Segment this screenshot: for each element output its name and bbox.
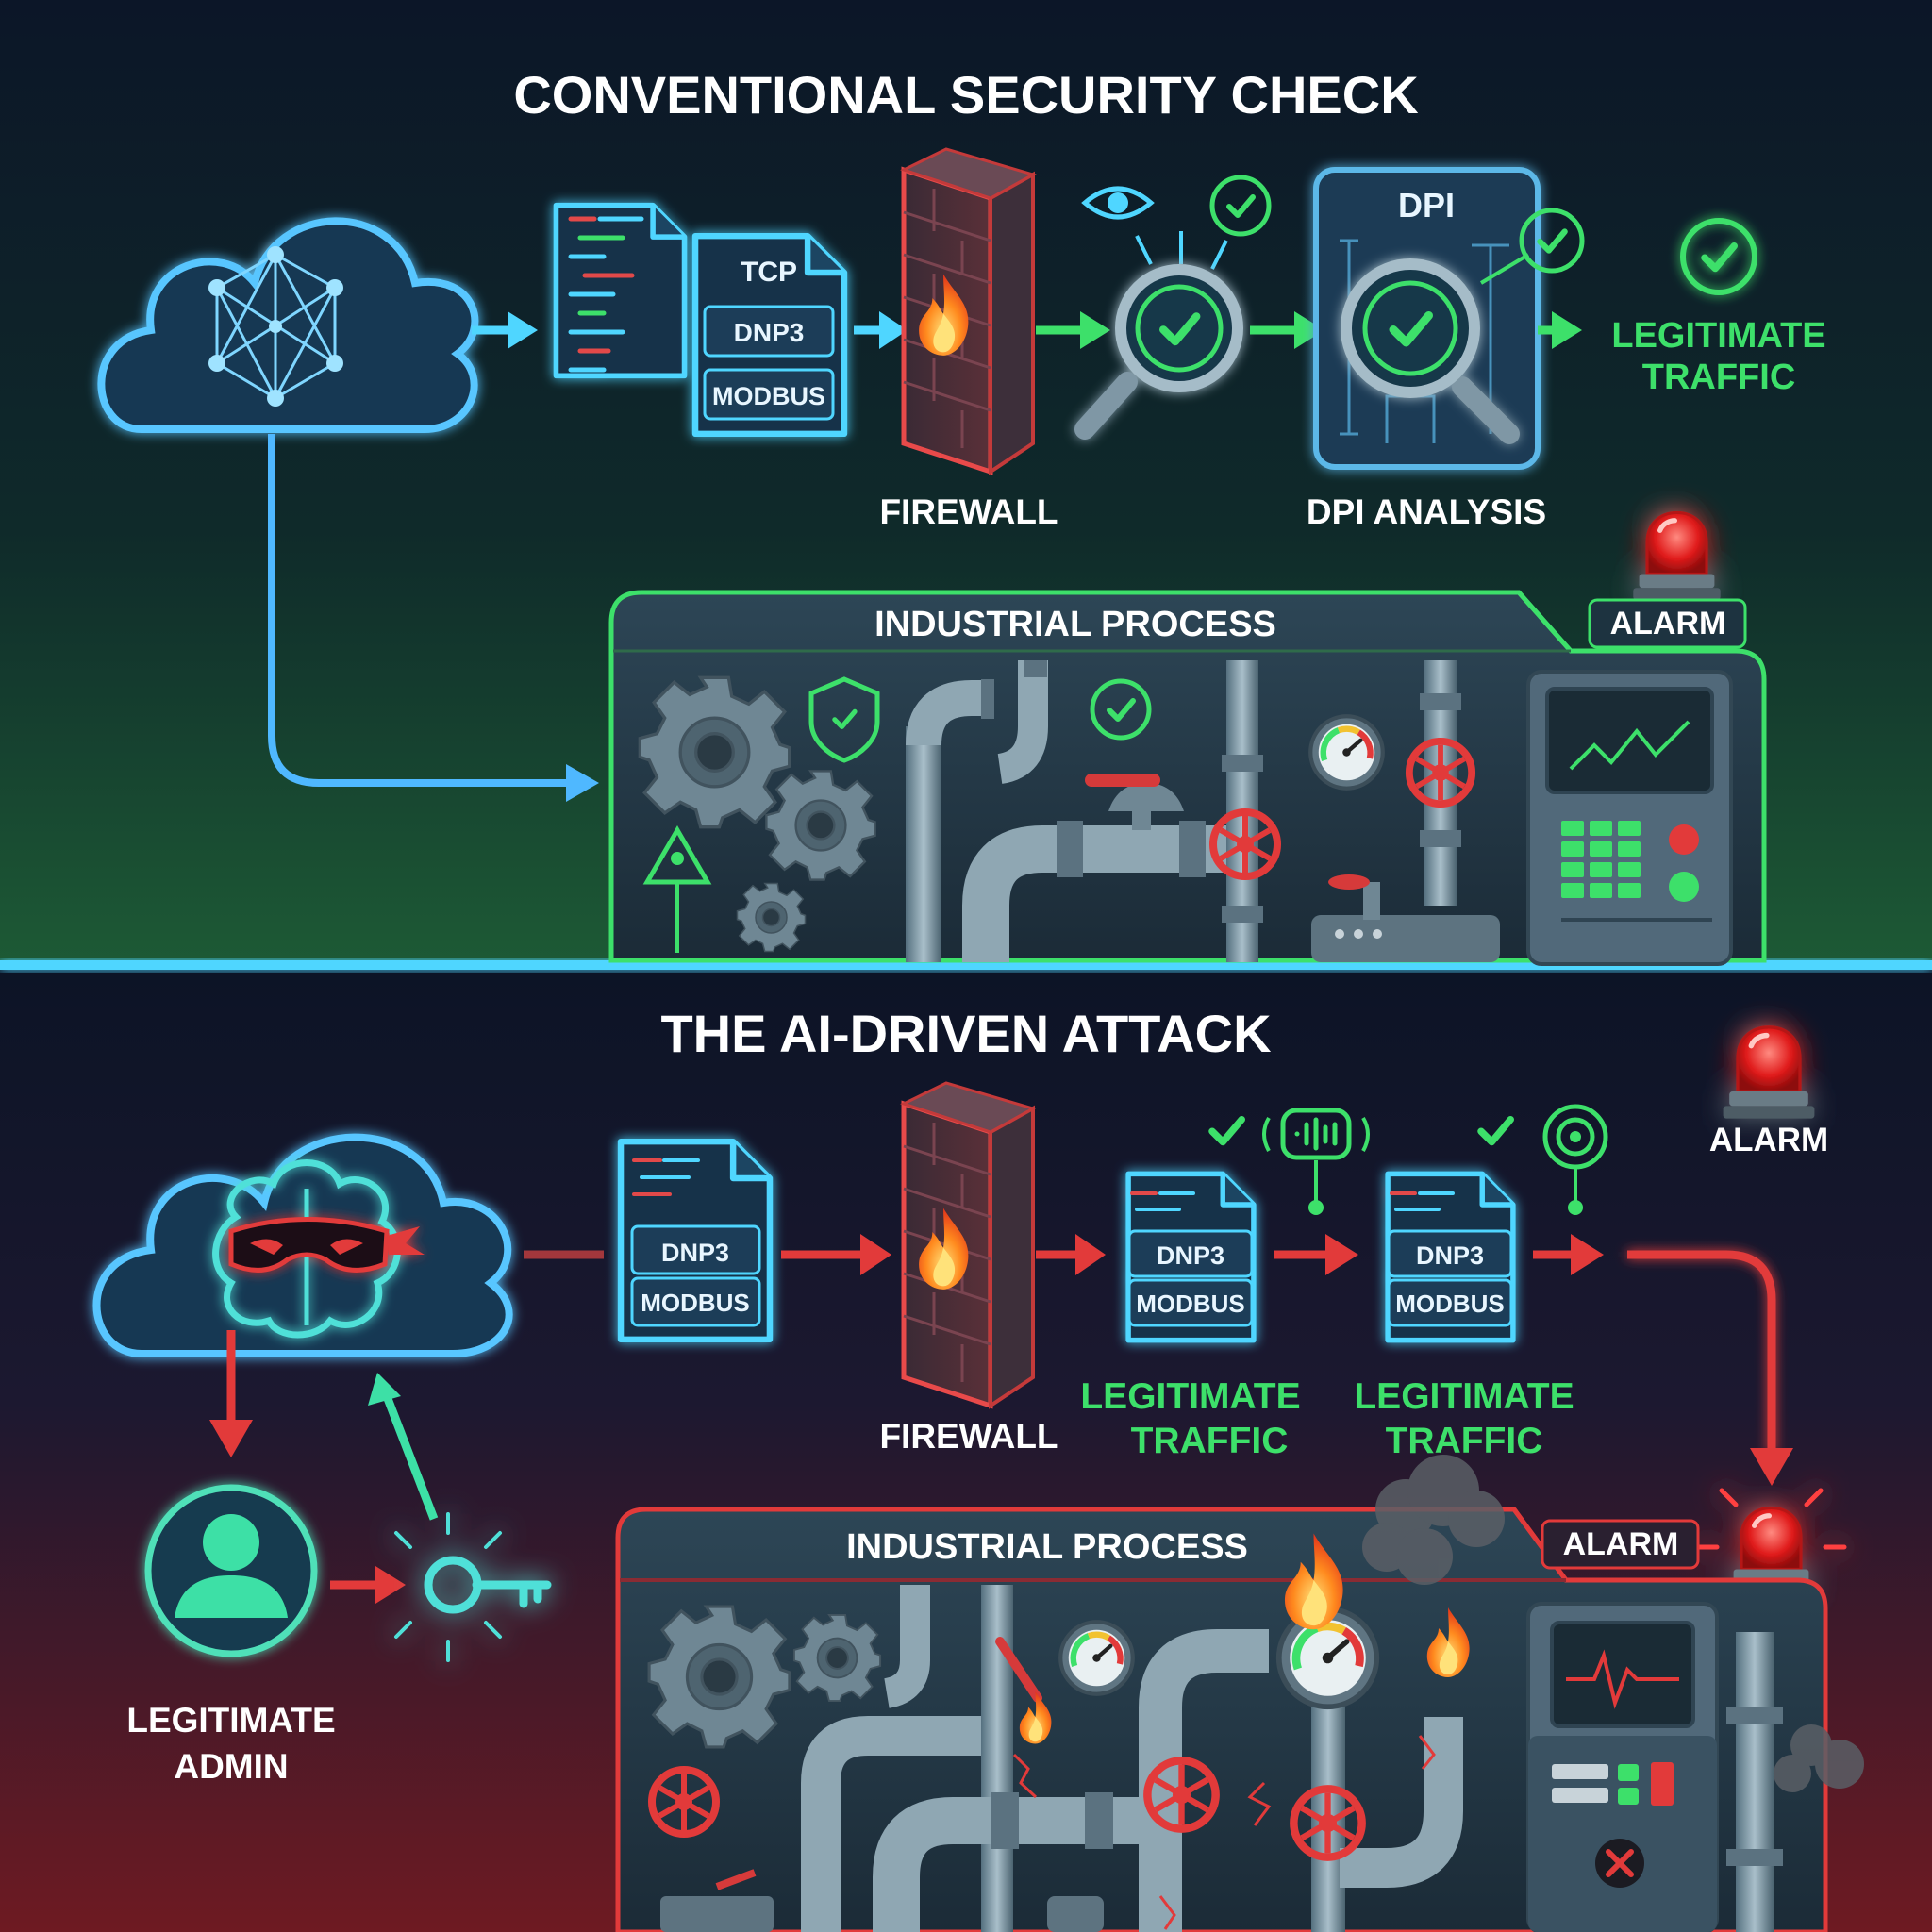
shield-icon <box>808 676 880 763</box>
pipe-network <box>906 660 1461 962</box>
dpi-analysis-label: DPI ANALYSIS <box>1307 492 1546 531</box>
legitimate-traffic-label-2: TRAFFIC <box>1642 358 1796 397</box>
protocol-document-icon: TCP DNP3 MODBUS <box>695 236 844 434</box>
admin-label-1: LEGITIMATE <box>126 1701 335 1740</box>
key-icon <box>394 1512 552 1662</box>
check-badge-icon <box>1209 175 1272 237</box>
gear-icon <box>765 770 876 881</box>
packet-document-2: DNP3 MODBUS <box>1128 1174 1254 1340</box>
gear-icon <box>736 882 807 953</box>
legitimate-label-1b: TRAFFIC <box>1131 1421 1289 1461</box>
smoke-icon <box>1362 1455 1505 1585</box>
target-icon <box>1542 1104 1608 1215</box>
alarm-label: ALARM <box>1610 606 1726 641</box>
packet-2-protocol-1: DNP3 <box>1157 1241 1224 1270</box>
check-badge-icon <box>1680 218 1757 295</box>
firewall-label: FIREWALL <box>879 492 1058 531</box>
protocol-modbus: MODBUS <box>712 382 825 410</box>
gear-icon <box>638 675 791 829</box>
protocol-tcp: TCP <box>741 257 797 288</box>
attack-path <box>1627 1250 1776 1453</box>
gear-icon <box>792 1613 882 1703</box>
protocol-dnp3: DNP3 <box>734 318 805 347</box>
alarm-label-bottom: ALARM <box>1563 1526 1679 1562</box>
gear-icon <box>647 1605 791 1749</box>
tank <box>1311 874 1500 962</box>
packet-document-1: DNP3 MODBUS <box>621 1141 770 1340</box>
admin-icon <box>144 1484 318 1657</box>
legitimate-label-2b: TRAFFIC <box>1386 1421 1543 1461</box>
firewall-label-bottom: FIREWALL <box>879 1417 1058 1456</box>
gauge-icon <box>1310 716 1383 789</box>
admin-label-2: ADMIN <box>174 1747 288 1786</box>
packet-3-protocol-2: MODBUS <box>1395 1290 1505 1318</box>
legitimate-label-1a: LEGITIMATE <box>1080 1376 1300 1417</box>
gauge-icon <box>1060 1622 1133 1694</box>
eye-icon <box>1081 186 1155 220</box>
dpi-box-label: DPI <box>1398 186 1455 225</box>
magnifier-icon <box>1074 264 1243 440</box>
brain-mask-icon <box>212 1159 425 1339</box>
industrial-process-panel: ALARM INDUSTRIAL PROCESS <box>608 590 1767 966</box>
bottom-title: THE AI-DRIVEN ATTACK <box>660 1004 1271 1063</box>
warning-person-icon <box>642 825 712 953</box>
packet-2-protocol-2: MODBUS <box>1136 1290 1245 1318</box>
bypass-arrowhead <box>566 764 599 802</box>
packet-3-protocol-1: DNP3 <box>1416 1241 1484 1270</box>
bypass-path <box>268 434 575 787</box>
crack-marks <box>1012 1735 1436 1930</box>
alarm-top-label: ALARM <box>1709 1122 1828 1158</box>
firewall-icon <box>900 147 1037 475</box>
signal-icon <box>1262 1108 1370 1215</box>
alarm-light-icon <box>1695 1488 1847 1595</box>
check-badge-icon <box>1090 678 1152 741</box>
packet-document-3: DNP3 MODBUS <box>1388 1174 1513 1340</box>
legitimate-traffic-label-1: LEGITIMATE <box>1611 316 1825 356</box>
packet-1-protocol-2: MODBUS <box>641 1289 750 1317</box>
packet-1-protocol-1: DNP3 <box>661 1239 729 1267</box>
control-panel-icon <box>1526 670 1733 966</box>
firewall-icon <box>900 1081 1037 1409</box>
section-divider <box>0 960 1932 970</box>
check-badge-icon <box>1519 208 1585 274</box>
industrial-process-panel-attacked: ALARM INDUSTRIAL PROCESS <box>615 1455 1864 1932</box>
flow-arrow <box>382 1394 439 1521</box>
top-title: CONVENTIONAL SECURITY CHECK <box>513 65 1418 125</box>
magnifier-icon <box>1341 258 1520 444</box>
code-document-icon <box>556 206 684 376</box>
control-panel-icon <box>1526 1602 1719 1932</box>
process-title: INDUSTRIAL PROCESS <box>874 605 1276 644</box>
smoke-icon <box>1774 1724 1864 1792</box>
cloud-network-icon <box>97 217 479 433</box>
process-title-bottom: INDUSTRIAL PROCESS <box>846 1527 1248 1567</box>
scan-rays <box>1135 231 1228 270</box>
legitimate-label-2a: LEGITIMATE <box>1354 1376 1574 1417</box>
